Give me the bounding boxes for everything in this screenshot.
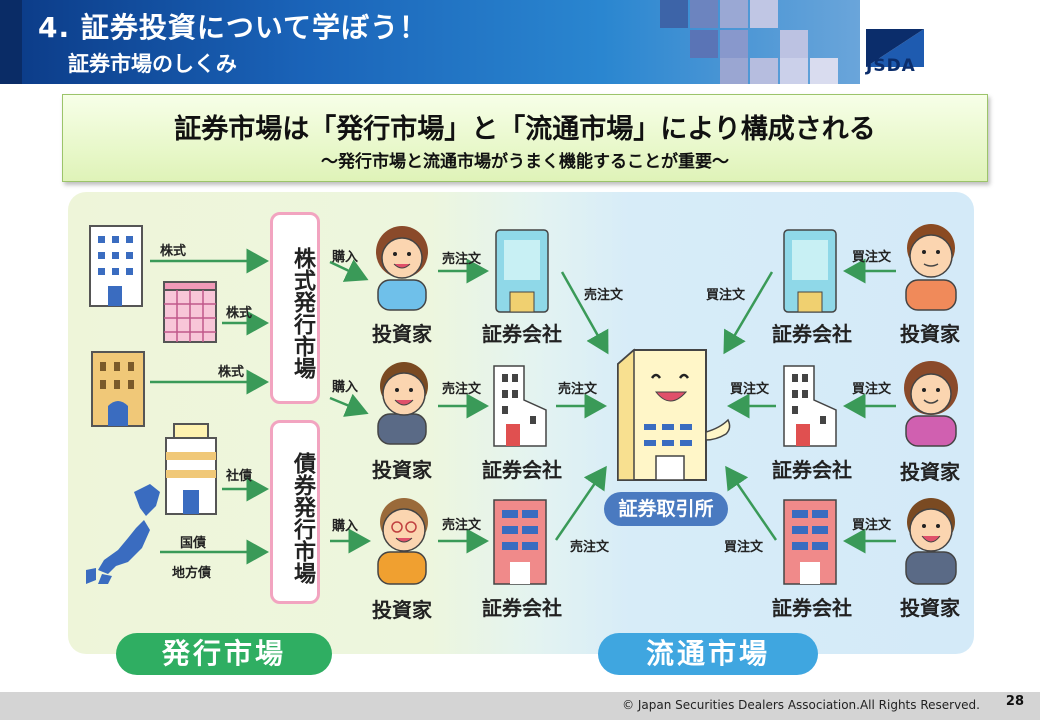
purchase-arrows [329,259,371,554]
government-bond-label: 国債 [180,536,207,551]
securities-company-icon [783,365,837,447]
issuer-arrows [150,248,269,565]
investor-label: 投資家 [900,596,960,620]
sell-order-arrows [438,258,489,554]
purchase-label: 購入 [332,380,359,395]
investor-icon [905,498,957,585]
investor-label: 投資家 [372,322,432,346]
left-to-exchange-arrows [554,271,609,541]
sell-order-label: 売注文 [442,382,482,397]
local-bond-label: 地方債 [172,566,212,581]
sell-order-label: 売注文 [558,382,598,397]
investor-icon [904,361,958,447]
page-subtitle: 証券市場のしくみ [68,52,237,76]
headline-banner: 証券市場は「発行市場」と「流通市場」により構成される ～発行市場と流通市場がうま… [62,94,988,182]
stock-issue-market-label: 株式発行市場 [290,246,315,379]
investor-label: 投資家 [372,458,432,482]
investor-icon [376,226,428,311]
sell-order-label: 売注文 [584,288,624,303]
logo-text: JSDA [866,56,916,76]
securities-company-label: 証券会社 [482,596,562,620]
purchase-label: 購入 [332,519,359,534]
japan-map-icon [86,484,160,584]
buy-order-label: 買注文 [730,382,770,397]
buy-order-arrows [843,258,896,554]
buy-order-label: 買注文 [724,540,764,555]
jsda-logo-icon [866,29,924,67]
copyright: © Japan Securities Dealers Association.A… [622,698,980,712]
header-mosaic [660,0,860,84]
issuer-building-icon [89,225,143,307]
header: 4. 証券投資について学ぼう！ 証券市場のしくみ JSDA [0,0,1040,84]
page-title: 4. 証券投資について学ぼう！ [38,11,429,44]
page-number: 28 [1005,694,1024,709]
purchase-label: 購入 [332,250,359,265]
issuer-building-icon [91,351,145,427]
stock-label: 株式 [226,306,253,321]
investor-icon [377,362,428,445]
securities-company-label: 証券会社 [482,458,562,482]
securities-company-label: 証券会社 [482,322,562,346]
stock-exchange-icon [617,348,731,481]
issuer-building-icon [165,423,217,515]
securities-company-icon [493,499,547,585]
secondary-market-label: 流通市場 [598,633,818,675]
buy-order-label: 買注文 [852,250,892,265]
footer: © Japan Securities Dealers Association.A… [0,692,1040,720]
stock-exchange-label: 証券取引所 [604,492,728,526]
stock-issue-market-box: 株式発行市場 [270,212,320,404]
securities-company-label: 証券会社 [772,458,852,482]
corporate-bond-label: 社債 [226,469,253,484]
banner-title: 証券市場は「発行市場」と「流通市場」により構成される [174,114,876,145]
buy-order-label: 買注文 [852,518,892,533]
buy-order-label: 買注文 [706,288,746,303]
investor-label: 投資家 [372,598,432,622]
investor-icon [377,498,428,585]
securities-company-icon [783,499,837,585]
investor-label: 投資家 [900,460,960,484]
bond-issue-market-label: 債券発行市場 [290,452,315,584]
sell-order-label: 売注文 [442,518,482,533]
header-accent [0,0,22,84]
securities-company-label: 証券会社 [772,596,852,620]
securities-company-icon [783,229,837,313]
investor-label: 投資家 [900,322,960,346]
primary-market-label: 発行市場 [116,633,332,675]
sell-order-label: 売注文 [570,540,610,555]
investor-icon [905,224,957,311]
buy-order-label: 買注文 [852,382,892,397]
securities-company-label: 証券会社 [772,322,852,346]
issuer-building-icon [163,281,217,343]
securities-company-icon [493,365,547,447]
right-to-exchange-arrows [723,271,778,541]
stock-label: 株式 [160,244,187,259]
securities-company-icon [495,229,549,313]
bond-issue-market-box: 債券発行市場 [270,420,320,604]
sell-order-label: 売注文 [442,252,482,267]
stock-label: 株式 [218,365,245,380]
banner-subtitle: ～発行市場と流通市場がうまく機能することが重要～ [321,152,729,172]
